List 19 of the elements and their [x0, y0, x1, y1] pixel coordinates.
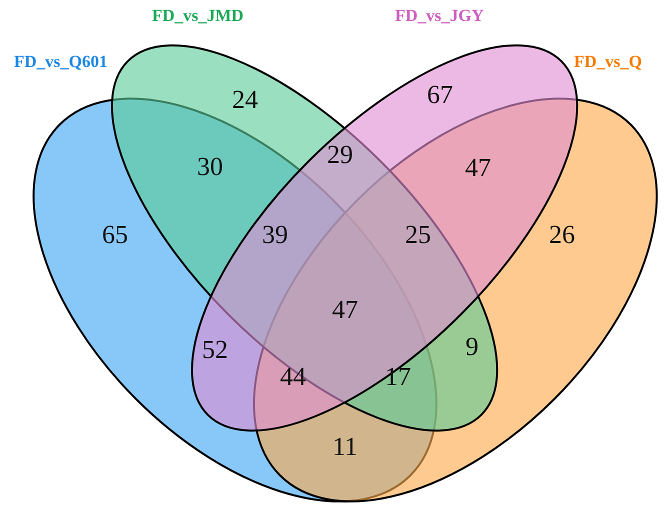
set-label: FD_vs_Q601: [14, 52, 108, 72]
count-label: 47: [465, 154, 491, 182]
set-label: FD_vs_JMD: [152, 6, 244, 26]
count-label: 24: [232, 86, 258, 114]
count-label: 30: [197, 153, 223, 181]
count-label: 9: [466, 333, 478, 361]
count-label: 67: [427, 81, 453, 109]
count-label: 44: [280, 363, 306, 391]
count-label: 11: [332, 433, 358, 461]
count-label: 17: [385, 363, 411, 391]
count-label: 39: [262, 221, 288, 249]
count-label: 65: [102, 221, 128, 249]
count-label: 25: [405, 221, 431, 249]
count-label: 26: [549, 221, 575, 249]
set-label: FD_vs_Q: [574, 52, 642, 72]
set-label: FD_vs_JGY: [394, 6, 484, 26]
count-label: 29: [327, 141, 353, 169]
count-label: 52: [202, 336, 228, 364]
count-label: 47: [332, 296, 358, 324]
